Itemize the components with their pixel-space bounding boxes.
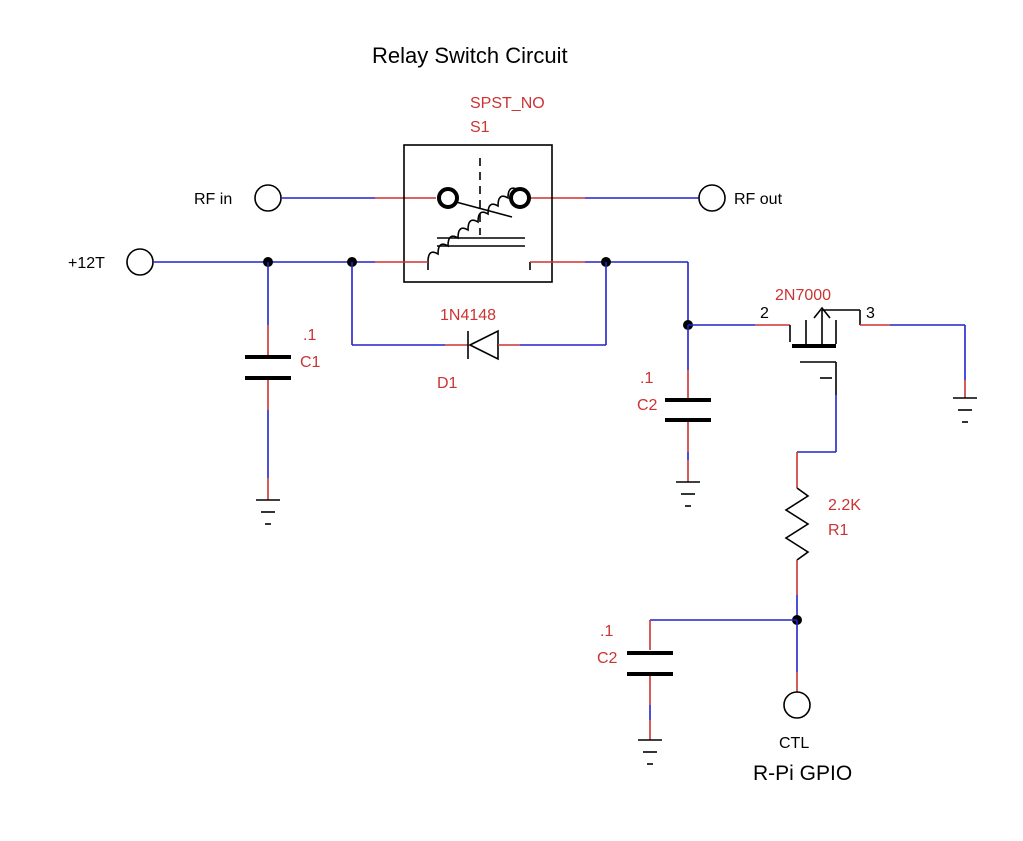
rf-in-label: RF in	[194, 191, 232, 208]
diagram-title: Relay Switch Circuit	[372, 43, 568, 68]
power-terminal	[126, 248, 154, 276]
r1-value-label: 2.2K	[828, 497, 861, 514]
resistor-r1	[784, 452, 810, 692]
c2-upper-value-label: .1	[640, 370, 653, 387]
relay-s1	[403, 144, 553, 283]
ground-symbol	[953, 325, 977, 423]
power-label: +12T	[68, 255, 105, 272]
diode-ref-label: D1	[437, 375, 458, 392]
capacitor-c2-lower	[627, 619, 797, 765]
rf-path: RF in RF out	[194, 184, 783, 212]
mosfet-part-label: 2N7000	[775, 287, 831, 304]
relay-type-label: SPST_NO	[470, 95, 545, 112]
relay-ref-label: S1	[470, 119, 490, 136]
gpio-label: R-Pi GPIO	[753, 762, 852, 785]
rf-in-terminal	[254, 184, 282, 212]
r1-ref-label: R1	[828, 522, 849, 539]
c2-lower-value-label: .1	[600, 623, 613, 640]
rf-out-terminal	[698, 184, 726, 212]
ctl-terminal	[783, 691, 811, 719]
power-rail: +12T	[68, 248, 688, 276]
diode-d1	[351, 262, 607, 361]
c1-value-label: .1	[303, 327, 316, 344]
rf-out-label: RF out	[734, 191, 783, 208]
c1-ref-label: C1	[300, 354, 321, 371]
c2-upper-ref-label: C2	[637, 397, 658, 414]
mosfet-2n7000	[688, 306, 965, 453]
ctl-label: CTL	[779, 735, 809, 752]
capacitor-c1	[245, 262, 291, 525]
c2-lower-ref-label: C2	[597, 650, 618, 667]
diode-part-label: 1N4148	[440, 307, 496, 324]
mosfet-gate-pin-label: 2	[760, 305, 769, 322]
capacitor-c2-upper	[665, 262, 711, 507]
mosfet-drain-pin-label: 3	[866, 305, 875, 322]
